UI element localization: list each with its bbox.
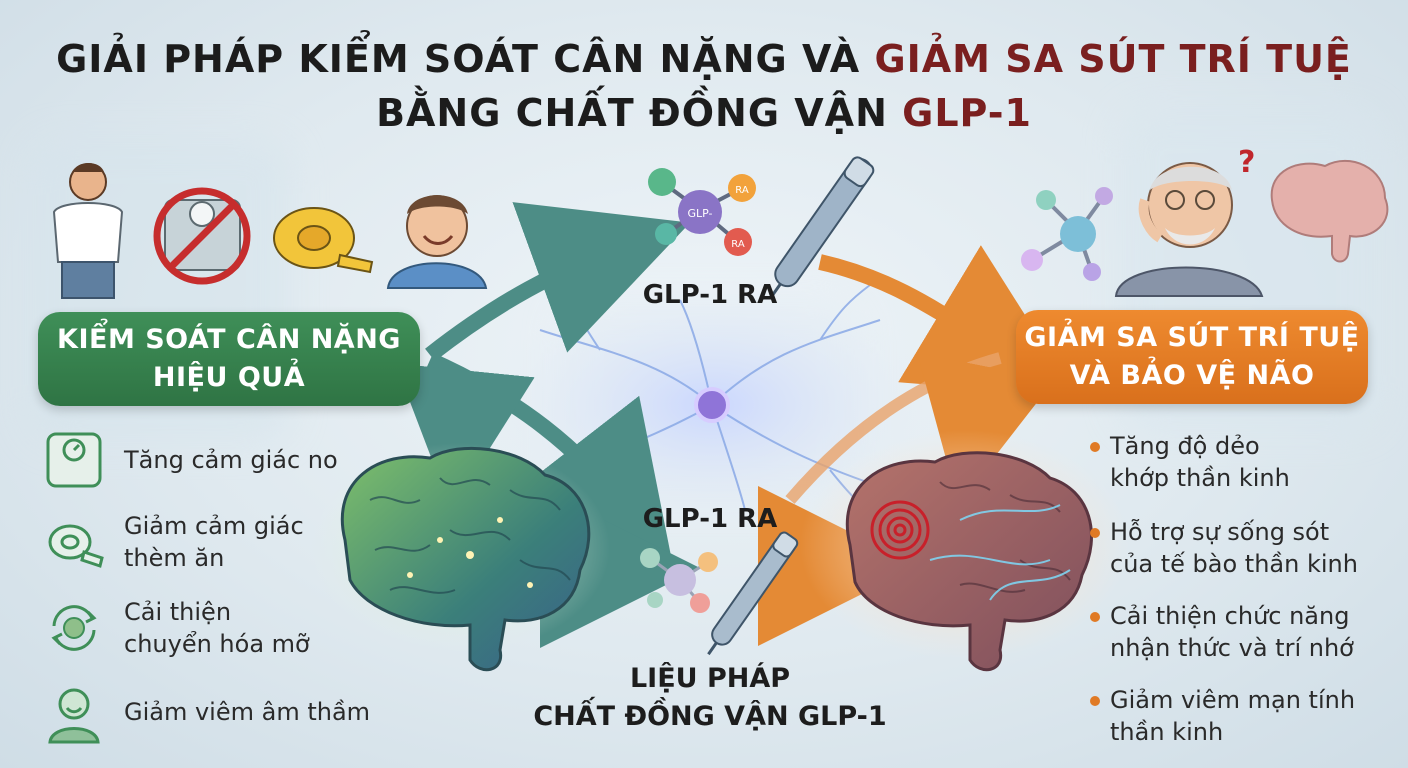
molecule-label: GLP- — [687, 207, 712, 220]
title-line2-accent: GLP-1 — [902, 91, 1032, 135]
no-scale-icon — [153, 187, 251, 285]
overweight-man-icon — [52, 163, 124, 299]
therapy-label: LIỆU PHÁP CHẤT ĐỒNG VẬN GLP-1 — [520, 660, 900, 736]
molecule-label: RA — [735, 185, 749, 196]
title-line1-accent: GIẢM SA SÚT TRÍ TUỆ — [874, 37, 1352, 81]
brain-benefit-item: Cải thiện chức năng nhận thức và trí nhớ — [1090, 600, 1390, 664]
title-line1-part1: GIẢI PHÁP KIỂM SOÁT CÂN NẶNG VÀ — [56, 37, 875, 81]
elderly-man-icon: ? — [1114, 145, 1264, 297]
bullet-dot — [1090, 612, 1100, 622]
weight-control-line1: KIỂM SOÁT CÂN NẶNG — [57, 324, 401, 355]
dementia-line2: VÀ BẢO VỆ NÃO — [1069, 360, 1315, 391]
scale-icon — [46, 432, 102, 488]
brain-benefit-item: Tăng độ dẻo khớp thần kinh — [1090, 430, 1390, 494]
benefit-line2: chuyển hóa mỡ — [124, 630, 310, 658]
benefit-item: Tăng cảm giác no — [42, 428, 338, 492]
title-line2-part1: BẰNG CHẤT ĐỒNG VẬN — [376, 91, 903, 135]
brain-icon-top-right — [1270, 160, 1389, 263]
brain-benefit-line1: Hỗ trợ sự sống sót — [1110, 518, 1330, 546]
benefit-item: Giảm cảm giác thèm ăn — [42, 510, 304, 574]
benefit-text: Giảm viêm âm thầm — [124, 696, 370, 728]
benefit-line2: thèm ăn — [124, 544, 225, 572]
dementia-reduction-pill: GIẢM SA SÚT TRÍ TUỆ VÀ BẢO VỆ NÃO — [1016, 310, 1368, 404]
arrow-to-orange-pill — [818, 245, 1077, 397]
brain-benefit-line2: của tế bào thần kinh — [1110, 550, 1358, 578]
happy-person-icon — [48, 688, 100, 744]
happy-man-icon — [386, 195, 488, 289]
molecule-icon-top: GLP- RA RA — [648, 168, 756, 256]
neuron-nucleus — [694, 387, 730, 423]
brain-benefit-line1: Cải thiện chức năng — [1110, 602, 1350, 630]
brain-benefit-line1: Giảm viêm mạn tính — [1110, 686, 1356, 714]
arrow-to-glp1-top — [425, 202, 691, 362]
brain-benefit-item: Giảm viêm mạn tính thần kinh — [1090, 684, 1390, 748]
bullet-dot — [1090, 696, 1100, 706]
benefit-text: Tăng cảm giác no — [124, 444, 338, 476]
injection-pen-icon-mid — [707, 531, 799, 656]
measuring-tape-icon — [48, 524, 104, 568]
brain-benefit-line2: khớp thần kinh — [1110, 464, 1290, 492]
therapy-line2: CHẤT ĐỒNG VẬN GLP-1 — [533, 701, 887, 732]
weight-control-line2: HIỆU QUẢ — [152, 362, 306, 393]
benefit-text: Giảm cảm giác thèm ăn — [124, 510, 304, 574]
glp1-ra-label-top: GLP-1 RA — [642, 280, 778, 310]
brain-benefit-line2: thần kinh — [1110, 718, 1224, 746]
measuring-tape-roll-icon — [273, 207, 374, 274]
page-title: GIẢI PHÁP KIỂM SOÁT CÂN NẶNG VÀ GIẢM SA … — [0, 32, 1408, 140]
benefit-line1: Giảm cảm giác — [124, 512, 304, 540]
brain-benefit-item: Hỗ trợ sự sống sót của tế bào thần kinh — [1090, 516, 1390, 580]
benefit-text: Cải thiện chuyển hóa mỡ — [124, 596, 310, 660]
orange-brain-icon — [845, 451, 1093, 672]
arrow-to-orange-brain — [917, 352, 1055, 504]
molecule-label: RA — [731, 239, 745, 250]
benefit-line1: Cải thiện — [124, 598, 232, 626]
brain-benefit-line1: Tăng độ dẻo — [1110, 432, 1260, 460]
arrow-to-green-brain — [395, 363, 535, 510]
glp1-ra-label-mid: GLP-1 RA — [642, 504, 778, 534]
benefit-line1: Tăng cảm giác no — [124, 446, 338, 474]
fat-cycle-icon — [51, 605, 97, 651]
therapy-line1: LIỆU PHÁP — [629, 663, 791, 694]
bullet-dot — [1090, 442, 1100, 452]
injection-pen-icon-top — [769, 156, 875, 299]
benefit-item: Cải thiện chuyển hóa mỡ — [42, 596, 310, 660]
dementia-line1: GIẢM SA SÚT TRÍ TUỆ — [1024, 322, 1360, 353]
benefit-item: Giảm viêm âm thầm — [42, 680, 370, 744]
green-brain-icon — [340, 446, 591, 672]
benefit-line1: Giảm viêm âm thầm — [124, 698, 371, 726]
weight-control-pill: KIỂM SOÁT CÂN NẶNG HIỆU QUẢ — [38, 312, 420, 406]
molecule-icon-mid — [640, 548, 718, 613]
brain-benefit-line2: nhận thức và trí nhớ — [1110, 634, 1354, 662]
target-spiral-icon — [870, 500, 930, 560]
molecule-icon-right — [1021, 187, 1113, 281]
question-mark-icon: ? — [1238, 145, 1255, 180]
bullet-dot — [1090, 528, 1100, 538]
